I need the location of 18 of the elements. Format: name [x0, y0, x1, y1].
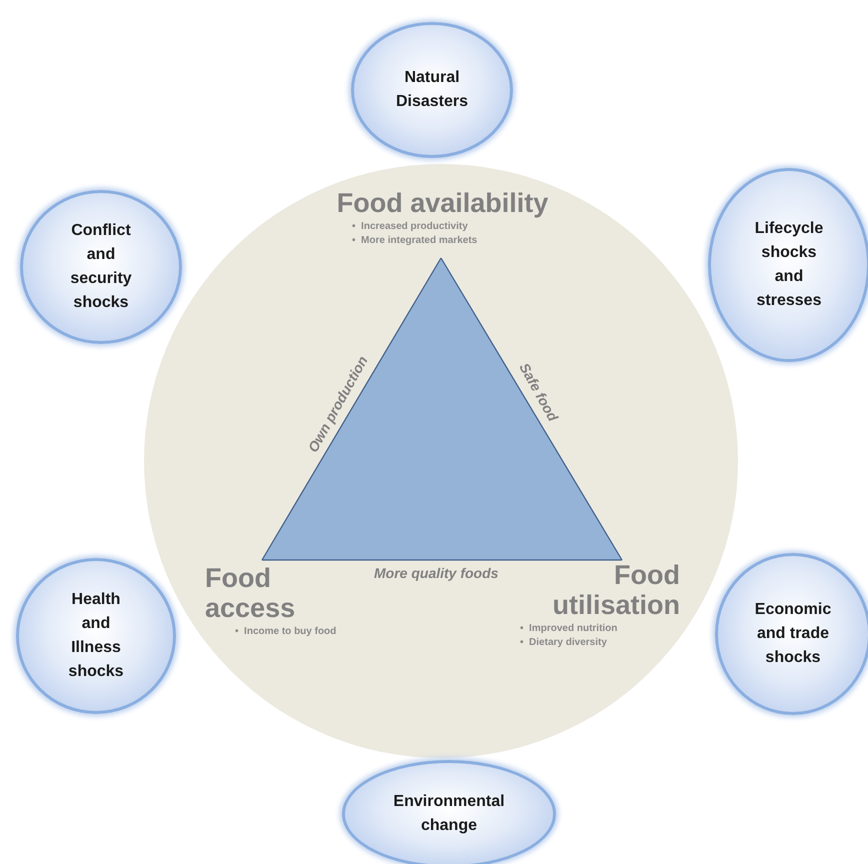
bullet-point: • Increased productivity — [352, 220, 469, 234]
node-label: Environmental change — [392, 792, 506, 836]
triangle-side — [440, 258, 623, 560]
pillar-heading: Food availability — [336, 188, 550, 218]
node-label: Lifecycle shocks and stresses — [754, 219, 824, 311]
node-label: Natural Disasters — [394, 68, 470, 112]
bullet-point: • Improved nutrition — [520, 622, 618, 636]
node-label: Health and Illness shocks — [67, 590, 125, 682]
triangle-side — [261, 258, 442, 560]
node-label: Conflict and security shocks — [69, 221, 133, 313]
bullet-point: • Income to buy food — [235, 625, 338, 639]
bullet-point: • Dietary diversity — [520, 636, 608, 650]
edge-label: More quality foods — [372, 565, 500, 581]
bullet-point: • More integrated markets — [352, 234, 478, 248]
pillar-heading: Food access — [205, 563, 296, 623]
node-label: Economic and trade shocks — [754, 600, 832, 668]
pillar-heading: Food utilisation — [552, 560, 680, 620]
triangle-side — [262, 559, 622, 561]
